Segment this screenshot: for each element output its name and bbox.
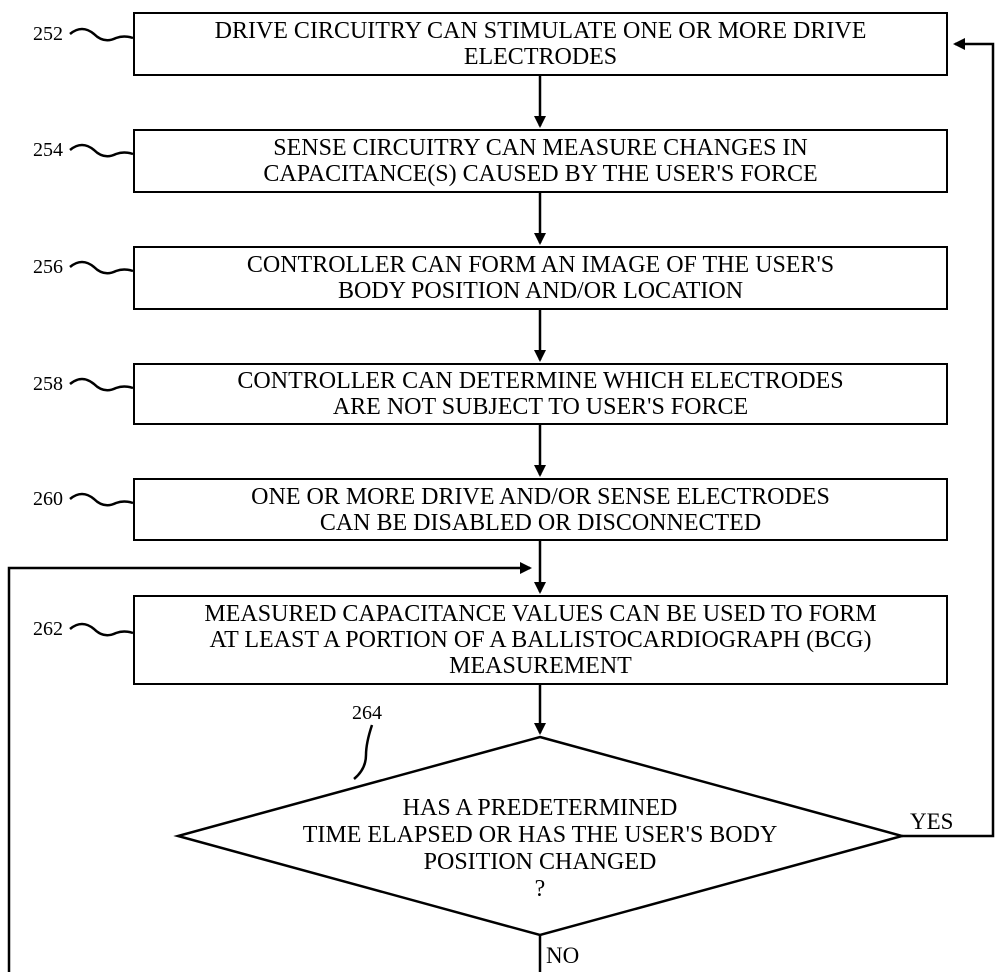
step-258-line-1: CONTROLLER CAN DETERMINE WHICH ELECTRODE… bbox=[237, 368, 844, 394]
step-262-line-2: AT LEAST A PORTION OF A BALLISTOCARDIOGR… bbox=[209, 627, 872, 653]
step-box-254: SENSE CIRCUITRY CAN MEASURE CHANGES IN C… bbox=[133, 129, 948, 193]
ref-260: 260 bbox=[33, 488, 63, 510]
leader-252 bbox=[69, 27, 134, 42]
leader-260 bbox=[69, 492, 134, 507]
no-label: NO bbox=[546, 943, 580, 968]
decision-line-4: ? bbox=[534, 876, 546, 902]
leader-262 bbox=[69, 622, 134, 637]
decision-line-3: POSITION CHANGED bbox=[423, 849, 657, 875]
step-box-256: CONTROLLER CAN FORM AN IMAGE OF THE USER… bbox=[133, 246, 948, 310]
leader-258 bbox=[69, 377, 134, 392]
step-256-line-2: BODY POSITION AND/OR LOCATION bbox=[337, 278, 744, 304]
decision-line-2: TIME ELAPSED OR HAS THE USER'S BODY bbox=[302, 822, 778, 848]
leader-256 bbox=[69, 260, 134, 275]
step-262-line-3: MEASUREMENT bbox=[449, 653, 632, 679]
decision-text: HAS A PREDETERMINED TIME ELAPSED OR HAS … bbox=[200, 795, 880, 903]
step-258-line-2: ARE NOT SUBJECT TO USER'S FORCE bbox=[332, 394, 749, 420]
step-260-line-2: CAN BE DISABLED OR DISCONNECTED bbox=[319, 509, 762, 536]
step-box-252: DRIVE CIRCUITRY CAN STIMULATE ONE OR MOR… bbox=[133, 12, 948, 76]
ref-258: 258 bbox=[33, 373, 63, 395]
ref-262: 262 bbox=[33, 618, 63, 640]
step-254-line-1: SENSE CIRCUITRY CAN MEASURE CHANGES IN bbox=[273, 135, 808, 161]
ref-252: 252 bbox=[33, 23, 63, 45]
step-256-line-1: CONTROLLER CAN FORM AN IMAGE OF THE USER… bbox=[246, 252, 835, 278]
yes-label: YES bbox=[910, 809, 954, 834]
step-box-260: ONE OR MORE DRIVE AND/OR SENSE ELECTRODE… bbox=[133, 478, 948, 541]
step-box-258: CONTROLLER CAN DETERMINE WHICH ELECTRODE… bbox=[133, 363, 948, 425]
yes-loop-line bbox=[902, 38, 995, 838]
step-254-line-2: CAPACITANCE(S) CAUSED BY THE USER'S FORC… bbox=[263, 161, 818, 187]
ref-256: 256 bbox=[33, 256, 63, 278]
ref-254: 254 bbox=[33, 139, 63, 161]
step-box-262: MEASURED CAPACITANCE VALUES CAN BE USED … bbox=[133, 595, 948, 685]
step-252-line-2: ELECTRODES bbox=[463, 44, 618, 70]
no-return-line bbox=[7, 562, 532, 972]
leader-254 bbox=[69, 143, 134, 158]
step-260-line-1: ONE OR MORE DRIVE AND/OR SENSE ELECTRODE… bbox=[251, 483, 830, 510]
step-252-line-1: DRIVE CIRCUITRY CAN STIMULATE ONE OR MOR… bbox=[214, 18, 867, 44]
ref-264: 264 bbox=[352, 702, 382, 724]
leader-264 bbox=[353, 724, 374, 780]
step-262-line-1: MEASURED CAPACITANCE VALUES CAN BE USED … bbox=[204, 601, 877, 627]
decision-line-1: HAS A PREDETERMINED bbox=[402, 795, 678, 821]
